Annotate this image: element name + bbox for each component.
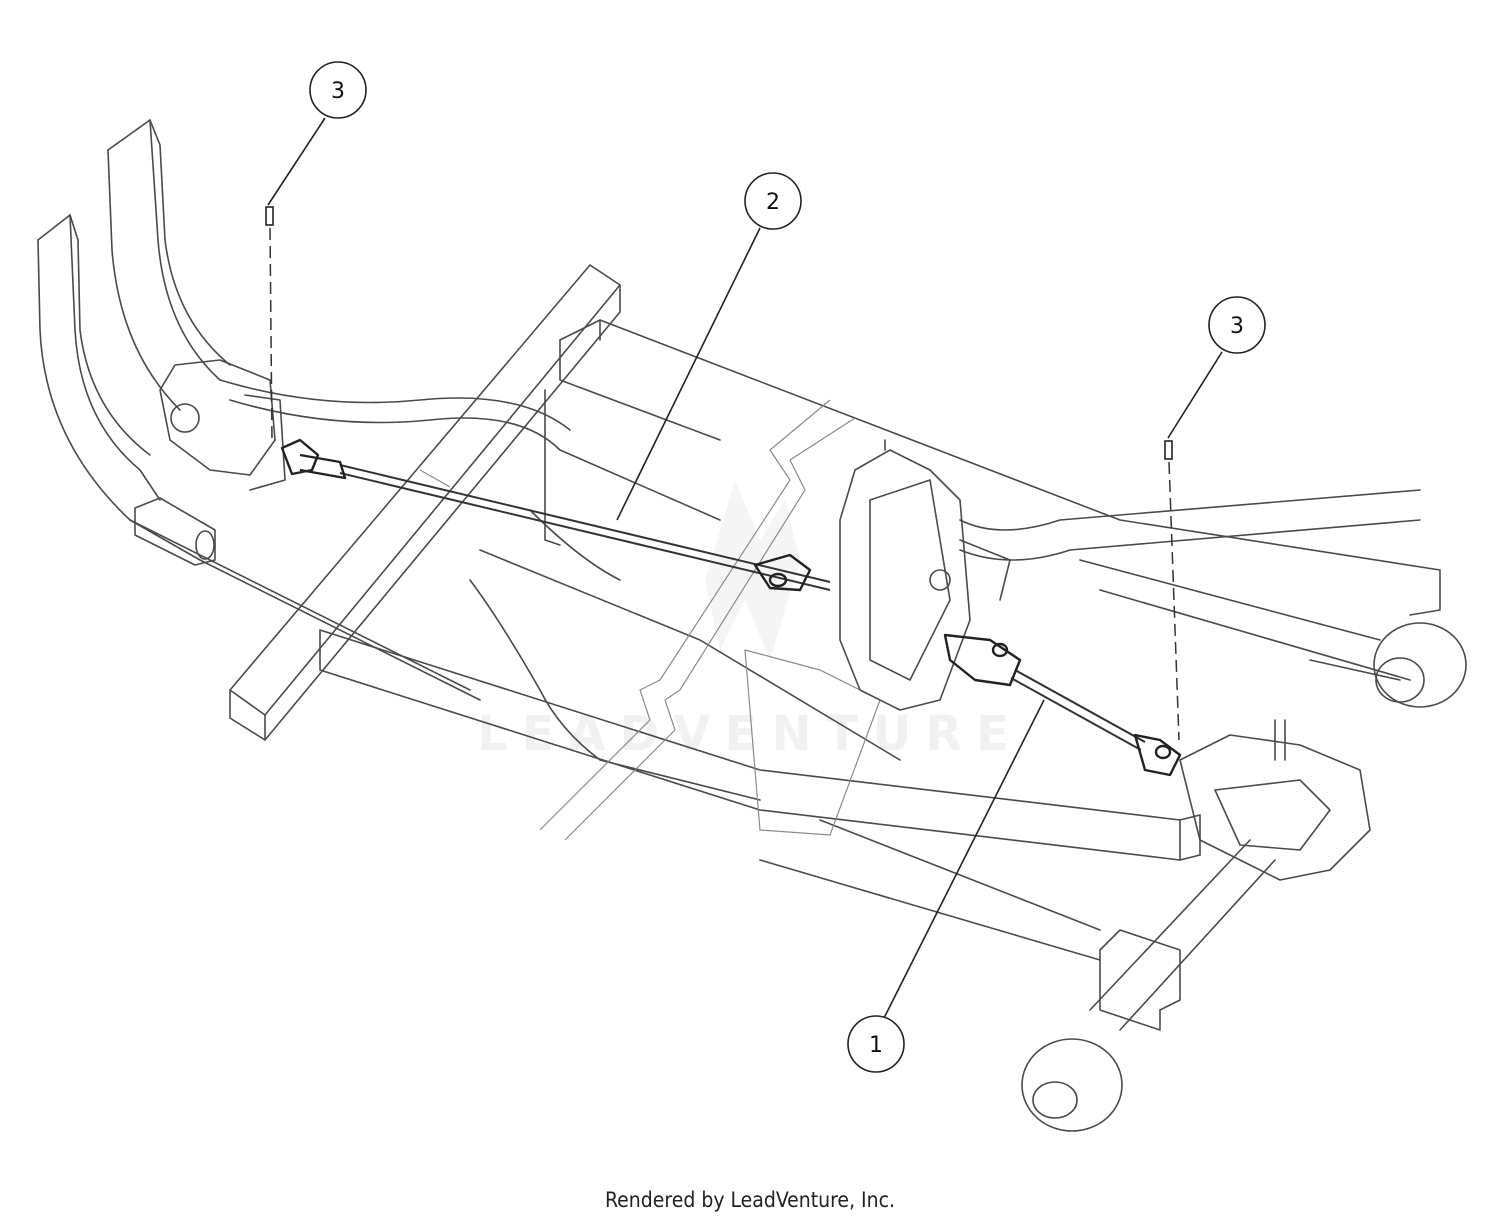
rear-axle (1021, 622, 1467, 1132)
callout-3-rear: 3 (1208, 296, 1266, 354)
svg-text:3: 3 (1230, 314, 1244, 339)
driveshaft-rear (943, 633, 1182, 777)
svg-text:3: 3 (331, 79, 345, 104)
leader-line-2 (616, 227, 761, 521)
center-transmission (839, 439, 1011, 711)
driveshaft-front (280, 438, 831, 592)
svg-text:1: 1 (869, 1033, 883, 1058)
callout-2: 2 (744, 172, 802, 230)
rear-gearbox (1179, 719, 1371, 881)
watermark-logo: LEADVENTURE (477, 480, 1023, 762)
svg-text:2: 2 (766, 190, 780, 215)
footer-credit: Rendered by LeadVenture, Inc. (605, 1188, 895, 1212)
leader-line-3-rear (1167, 351, 1223, 439)
front-gearbox (159, 359, 286, 491)
front-frame-rails (37, 119, 481, 701)
pin-front (265, 206, 274, 441)
watermark-text: LEADVENTURE (477, 706, 1023, 762)
leader-line-1 (881, 699, 1045, 1023)
cross-member (229, 264, 621, 741)
callout-1: 1 (847, 1015, 905, 1073)
pin-rear (1164, 440, 1180, 741)
main-frame (219, 319, 1441, 1031)
callout-3-front: 3 (309, 61, 367, 119)
leader-line-3-front (267, 117, 326, 206)
floor-pan (539, 399, 881, 841)
